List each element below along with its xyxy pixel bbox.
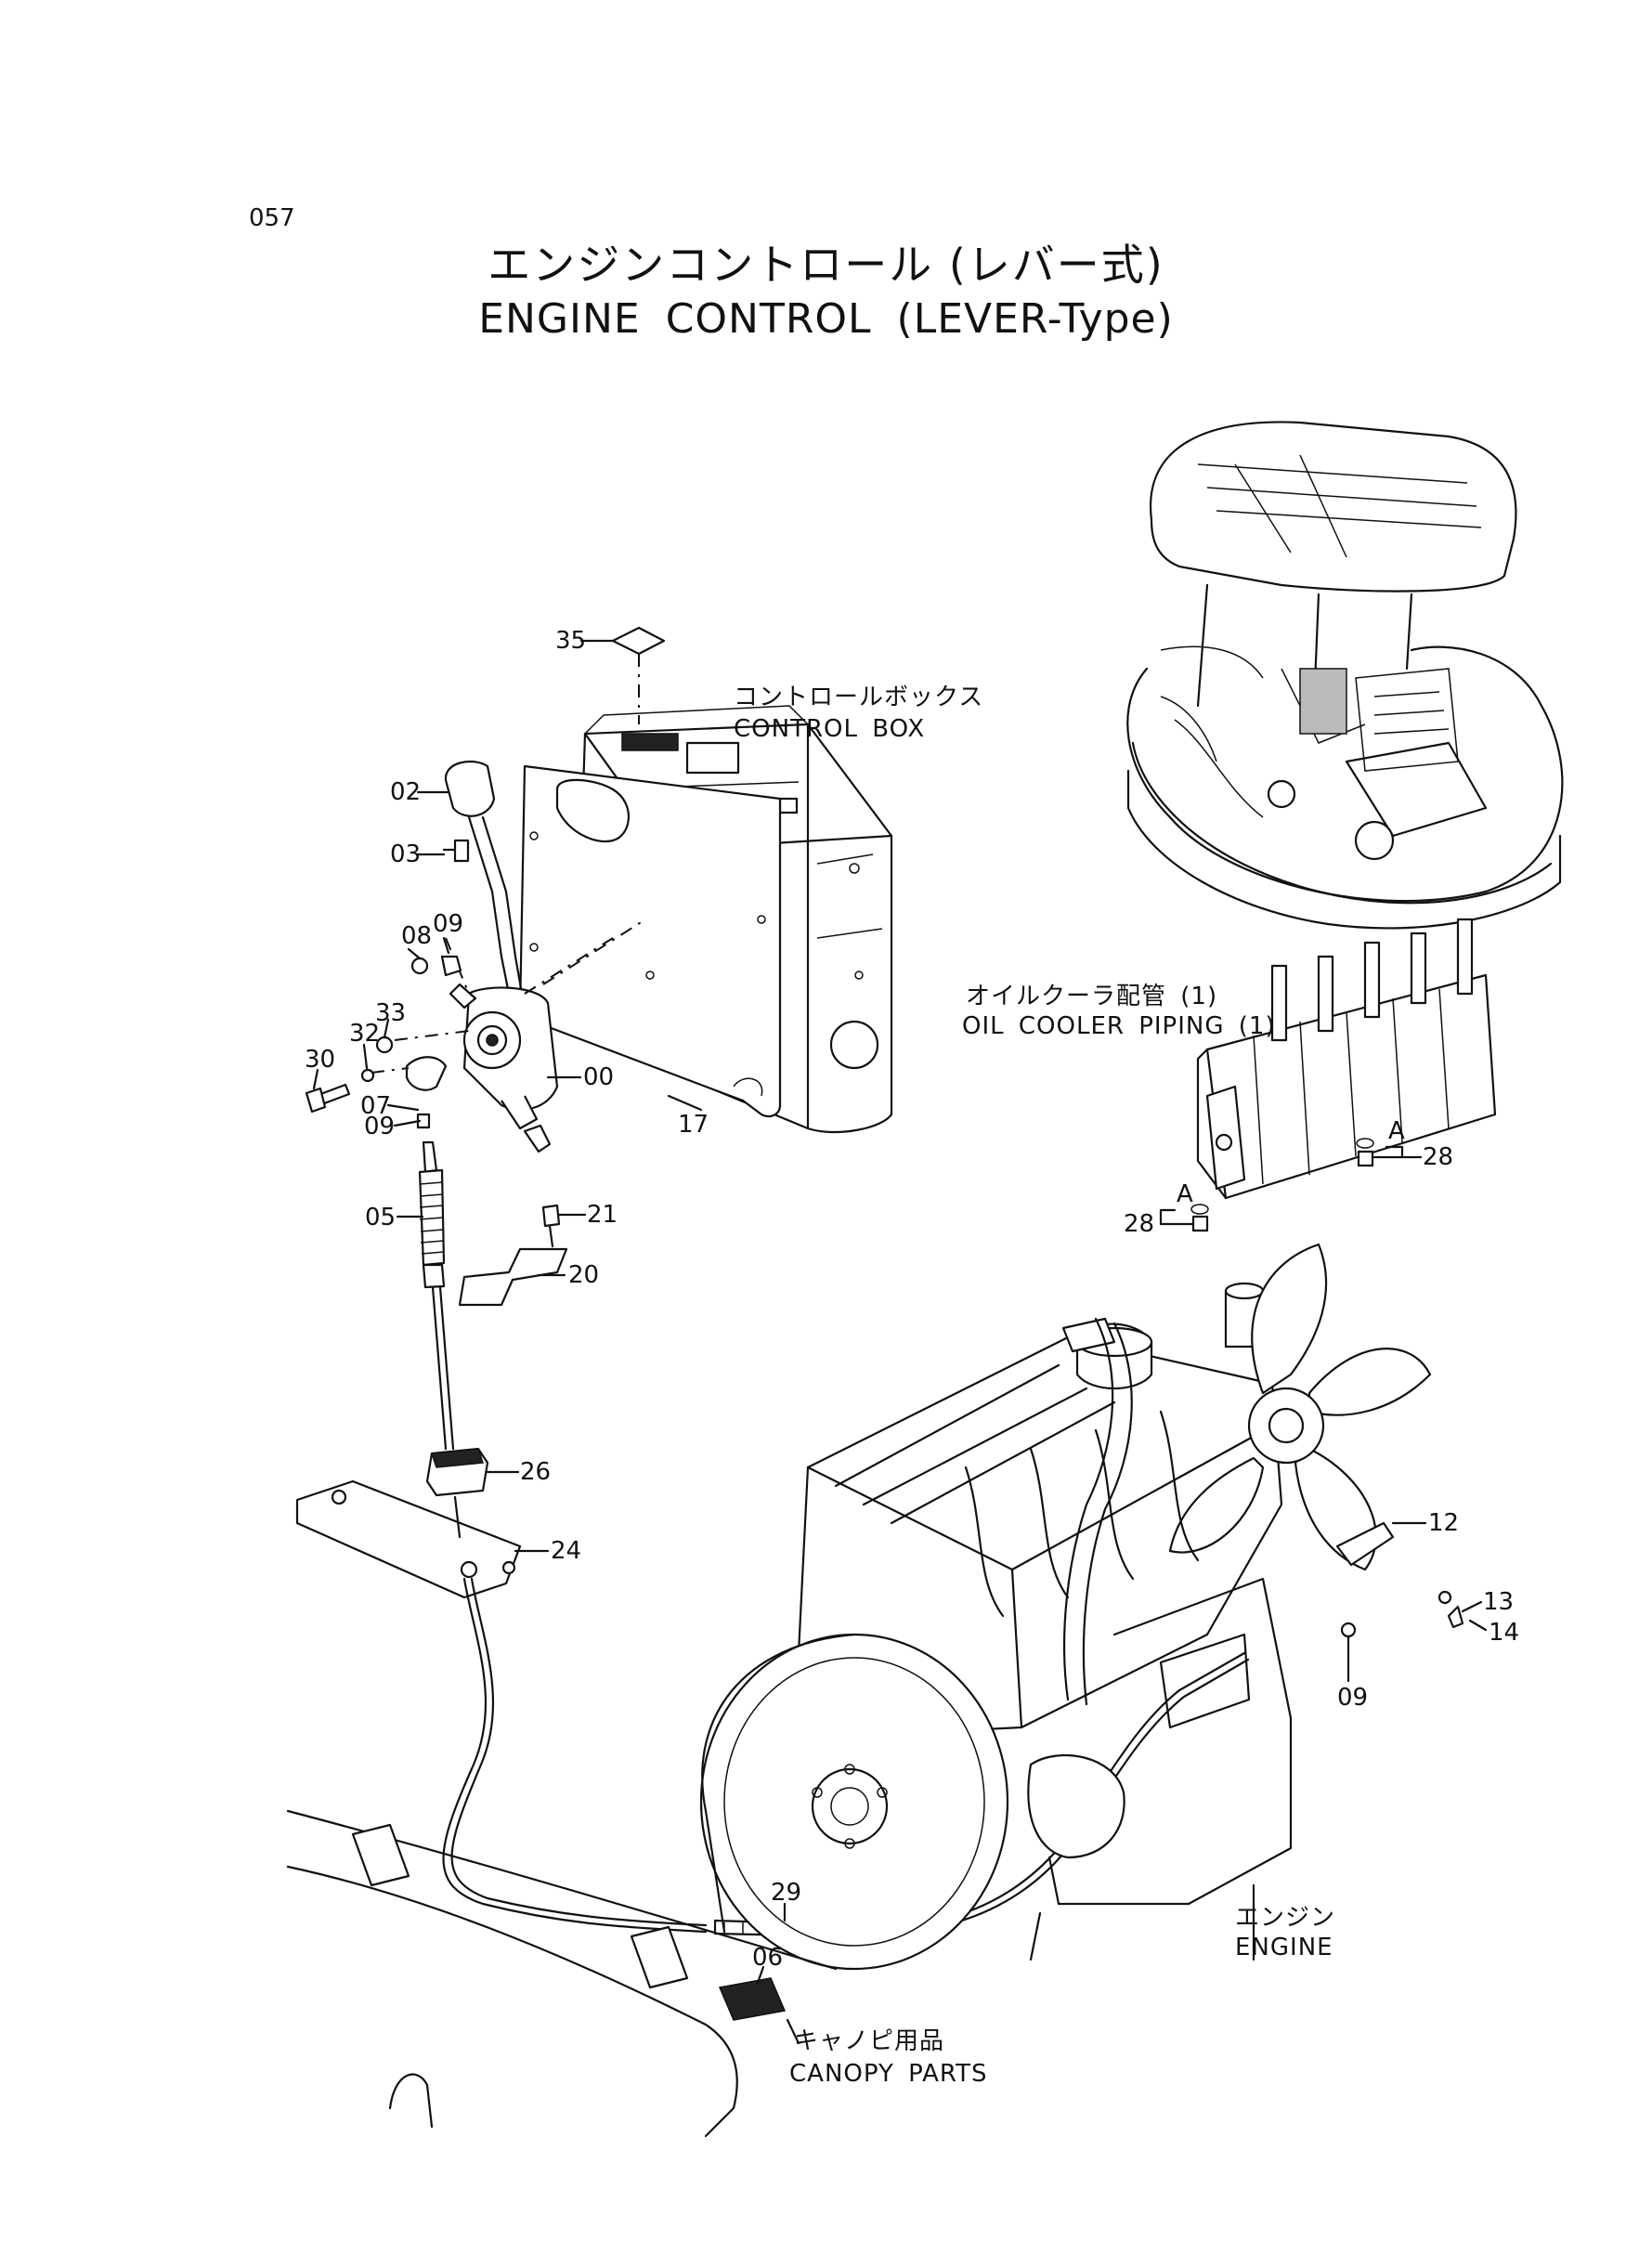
callout-09-lower: 09 (364, 1113, 396, 1140)
canopy-parts-label-en: CANOPY PARTS (789, 2060, 988, 2088)
callout-05: 05 (365, 1204, 397, 1231)
engine-label-en: ENGINE (1235, 1934, 1333, 1961)
canopy-parts-label-jp: キャノピ用品 (794, 2027, 945, 2055)
callout-valve-view-a-lower: A (1177, 1180, 1193, 1208)
callout-26: 26 (520, 1458, 552, 1486)
callout-02: 02 (390, 778, 422, 806)
callout-14: 14 (1489, 1619, 1520, 1647)
engine-label-jp: エンジン (1235, 1904, 1336, 1932)
callout-valve-view-a-upper: A (1388, 1117, 1405, 1145)
page-number: 057 (249, 204, 295, 232)
engine-illustration (699, 1243, 1464, 1971)
callout-21: 21 (587, 1201, 618, 1229)
callout-03: 03 (390, 840, 422, 868)
callout-28-lower: 28 (1124, 1210, 1155, 1238)
cover-plate-illustration (518, 764, 782, 1118)
callout-09-engine: 09 (1337, 1684, 1369, 1712)
control-box-label-jp: コントロールボックス (734, 684, 984, 711)
callout-13: 13 (1483, 1588, 1515, 1616)
lever-assembly-illustration (295, 760, 1250, 1938)
callout-30: 30 (305, 1046, 336, 1074)
oil-cooler-piping-label-jp: オイルクーラ配管 (1) (966, 983, 1218, 1010)
callout-00: 00 (583, 1063, 615, 1091)
callout-24: 24 (551, 1537, 582, 1565)
callout-17: 17 (678, 1111, 709, 1139)
leader-lines (312, 639, 1488, 2045)
decal-illustration (611, 626, 666, 656)
callout-29: 29 (771, 1879, 802, 1907)
control-box-label-en: CONTROL BOX (734, 715, 926, 743)
callout-28-upper: 28 (1423, 1143, 1454, 1171)
callout-06: 06 (752, 1944, 784, 1972)
oil-cooler-piping-label-en: OIL COOLER PIPING (1) (962, 1012, 1276, 1040)
callout-32: 32 (349, 1020, 381, 1048)
callout-35: 35 (555, 627, 587, 655)
control-valve-illustration (1190, 918, 1497, 1232)
callout-08: 08 (401, 922, 433, 950)
page-title-japanese: エンジンコントロール (レバー式) (488, 240, 1164, 290)
callout-09-upper: 09 (433, 910, 464, 938)
page-title-english: ENGINE CONTROL (LEVER-Type) (478, 295, 1174, 343)
callout-20: 20 (568, 1261, 600, 1289)
callout-07: 07 (360, 1092, 392, 1120)
callout-33: 33 (375, 999, 407, 1027)
callout-12: 12 (1428, 1509, 1460, 1537)
machine-overview-illustration (1126, 421, 1564, 930)
canopy-floor-illustration (286, 1809, 838, 2138)
